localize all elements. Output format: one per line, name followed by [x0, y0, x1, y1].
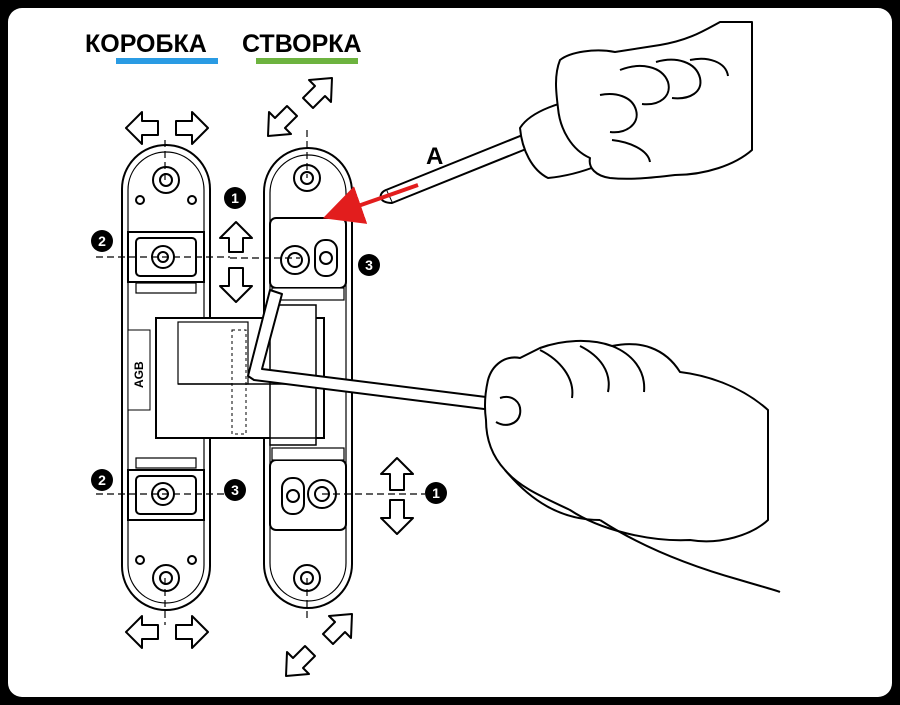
svg-text:1: 1 [432, 485, 440, 501]
callout-3-bottom: 3 [224, 479, 246, 501]
vertical-arrow-up-lower-icon [380, 457, 414, 491]
hinge-logo: AGB [132, 361, 146, 388]
direction-arrows [125, 77, 414, 677]
callout-1-bottom: 1 [425, 482, 447, 504]
axis-lines [96, 130, 425, 625]
leaf-label: СТВОРКА [242, 30, 362, 58]
hand-holding-allen-key [483, 339, 781, 593]
frame-color-bar [116, 58, 218, 64]
vertical-arrow-down-icon [219, 267, 253, 303]
diagonal-arrow-bottom-icon [322, 613, 353, 645]
leaf-color-bar [256, 58, 358, 64]
callout-2-bottom: 2 [91, 469, 113, 491]
red-pointer-arrow [322, 183, 419, 224]
callout-2-top: 2 [91, 230, 113, 252]
callout-a-label: A [426, 143, 443, 170]
horizontal-arrow-bottom-icon [125, 615, 159, 649]
svg-text:2: 2 [98, 233, 106, 249]
frame-label: КОРОБКА [85, 30, 207, 58]
horizontal-arrow-top-icon [125, 111, 159, 145]
vertical-arrow-down-lower-icon [380, 499, 414, 535]
diagonal-arrow-top-icon [302, 77, 333, 109]
svg-text:3: 3 [365, 257, 373, 273]
hand-holding-screwdriver [555, 21, 753, 180]
svg-text:3: 3 [231, 482, 239, 498]
callout-1-top: 1 [224, 187, 246, 209]
callout-3-top: 3 [358, 254, 380, 276]
vertical-arrow-up-icon [219, 221, 253, 253]
svg-text:2: 2 [98, 472, 106, 488]
svg-text:1: 1 [231, 190, 239, 206]
